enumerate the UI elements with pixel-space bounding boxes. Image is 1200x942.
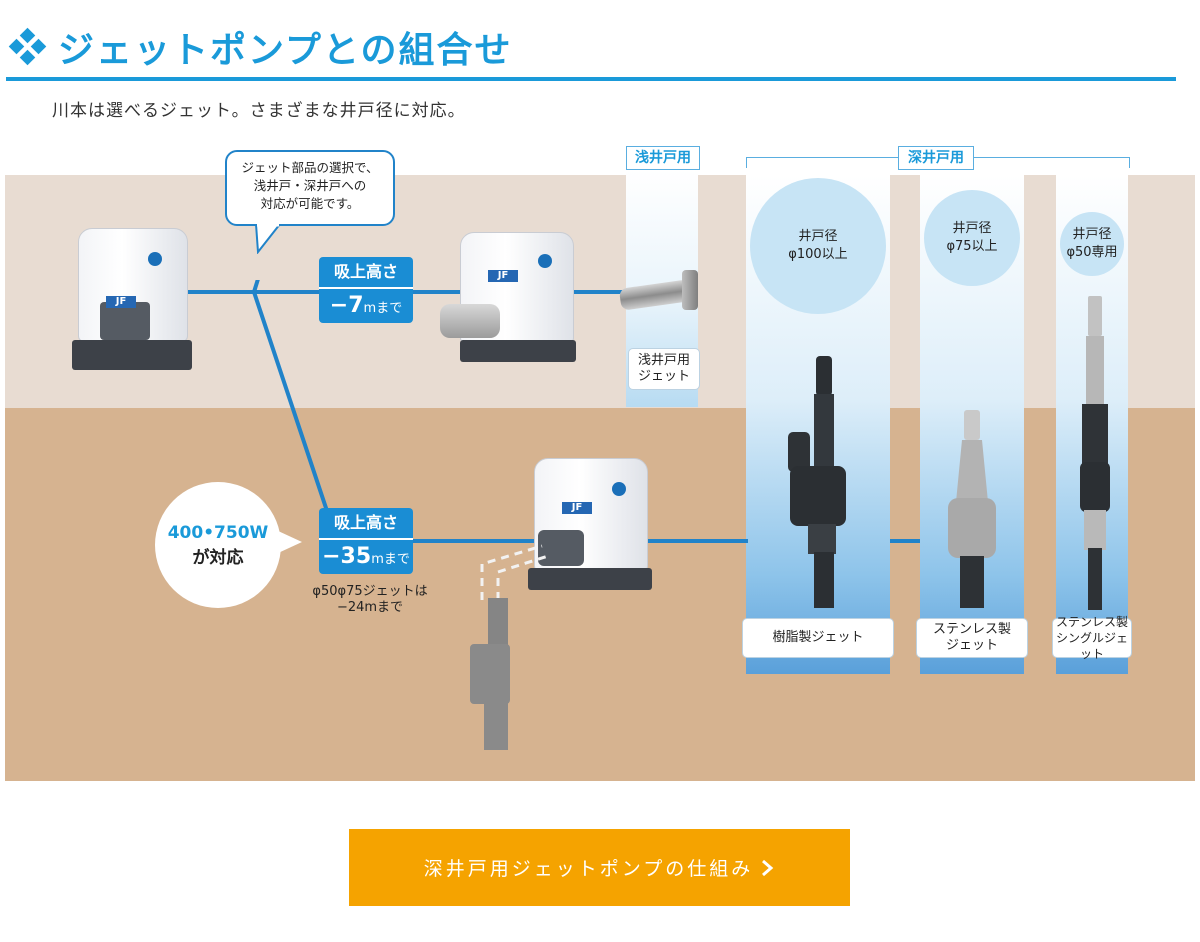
note-line: φ50φ75ジェットは	[312, 584, 428, 599]
shallow-lift-badge: 吸上高さ −7mまで	[319, 257, 413, 323]
page-subtitle: 川本は選べるジェット。さまざまな井戸径に対応。	[52, 101, 466, 121]
bubble-line: ジェット部品の選択で、	[241, 160, 379, 175]
deep-well-header: 深井戸用	[898, 146, 974, 170]
lift-value: −35	[322, 544, 372, 569]
shallow-jet-fitting	[616, 270, 706, 314]
lift-value: −7	[329, 293, 364, 318]
shallow-well-header: 浅井戸用	[626, 146, 700, 170]
label-line: ジェット	[945, 638, 998, 653]
button-label: 深井戸用ジェットポンプの仕組み	[423, 858, 754, 880]
single-jet-image	[1080, 296, 1110, 610]
deep-lift-badge: 吸上高さ −35mまで	[319, 508, 413, 574]
circle-line: φ50専用	[1066, 245, 1118, 260]
label-line: 樹脂製ジェット	[772, 630, 864, 645]
label-line: ジェット	[637, 369, 690, 384]
diamond-cluster-icon	[8, 27, 48, 67]
resin-jet-image	[788, 356, 846, 608]
note-line: −24mまで	[336, 600, 404, 615]
deep-pipe-right	[648, 539, 748, 543]
circle-line: φ75以上	[946, 239, 998, 254]
wattage-value: 400•750W	[167, 522, 269, 543]
circle-line: φ100以上	[788, 247, 848, 262]
shallow-jet-label: 浅井戸用ジェット	[628, 348, 700, 390]
bubble-tail	[254, 224, 282, 254]
deep-jet-ghost	[470, 544, 549, 750]
deep-pipe-between	[890, 539, 920, 543]
label-line: シングルジェット	[1055, 631, 1128, 661]
stainless-jet-label: ステンレス製ジェット	[916, 618, 1028, 658]
lift-unit: mまで	[363, 301, 403, 316]
bubble-line: 対応が可能です。	[260, 196, 360, 211]
well-size-circle-2: 井戸径 φ75以上	[924, 190, 1020, 286]
title-divider	[6, 77, 1176, 81]
well-size-circle-3: 井戸径 φ50専用	[1060, 212, 1124, 276]
pump-shallow: JF	[440, 232, 580, 372]
pump-logo: JF	[562, 502, 592, 514]
single-jet-label: ステンレス製シングルジェット	[1052, 615, 1132, 661]
circle-line: 井戸径	[952, 221, 992, 236]
wattage-pointer	[276, 530, 302, 554]
pump-logo: JF	[488, 270, 518, 282]
pump-reference: JF	[72, 228, 192, 374]
lift-label: 吸上高さ	[319, 508, 413, 540]
deep-lift-note: φ50φ75ジェットは −24mまで	[300, 584, 440, 616]
lift-label: 吸上高さ	[319, 257, 413, 289]
label-line: ステンレス製	[1055, 615, 1128, 629]
wattage-circle: 400•750W が対応	[155, 482, 281, 608]
pump-logo: JF	[106, 296, 136, 308]
lift-unit: mまで	[371, 552, 410, 567]
wattage-support: が対応	[192, 547, 244, 568]
page-header: ジェットポンプとの組合せ	[8, 22, 513, 72]
circle-line: 井戸径	[798, 229, 838, 244]
chevron-right-icon	[762, 859, 774, 876]
label-line: ステンレス製	[932, 622, 1011, 637]
deep-pipe-left	[335, 539, 535, 543]
bubble-line: 浅井戸・深井戸への	[253, 178, 367, 193]
resin-jet-label: 樹脂製ジェット	[742, 618, 894, 658]
deep-well-mechanism-button[interactable]: 深井戸用ジェットポンプの仕組み	[349, 829, 850, 906]
label-line: 浅井戸用	[637, 353, 690, 368]
branch-pipe	[252, 280, 338, 539]
well-size-circle-1: 井戸径 φ100以上	[750, 178, 886, 314]
jet-selection-bubble: ジェット部品の選択で、 浅井戸・深井戸への 対応が可能です。	[225, 150, 395, 226]
pump-deep: JF	[528, 458, 652, 590]
circle-line: 井戸径	[1072, 227, 1112, 242]
stainless-jet-image	[948, 410, 996, 608]
page-title: ジェットポンプとの組合せ	[58, 30, 513, 71]
